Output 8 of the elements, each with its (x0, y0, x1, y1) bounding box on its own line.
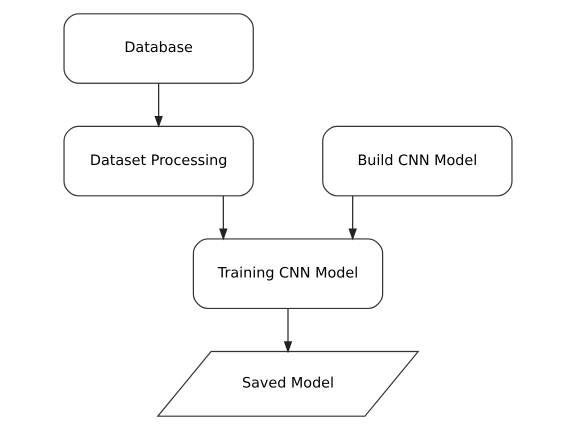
arrow (283, 308, 292, 353)
arrow (154, 83, 162, 128)
node-box: Build CNN Model (322, 125, 512, 196)
arrow (348, 196, 356, 240)
arrow (218, 196, 228, 240)
node-box: Training CNN Model (192, 238, 383, 309)
node-box: Dataset Processing (62, 125, 254, 196)
node-box: Database (62, 12, 254, 84)
